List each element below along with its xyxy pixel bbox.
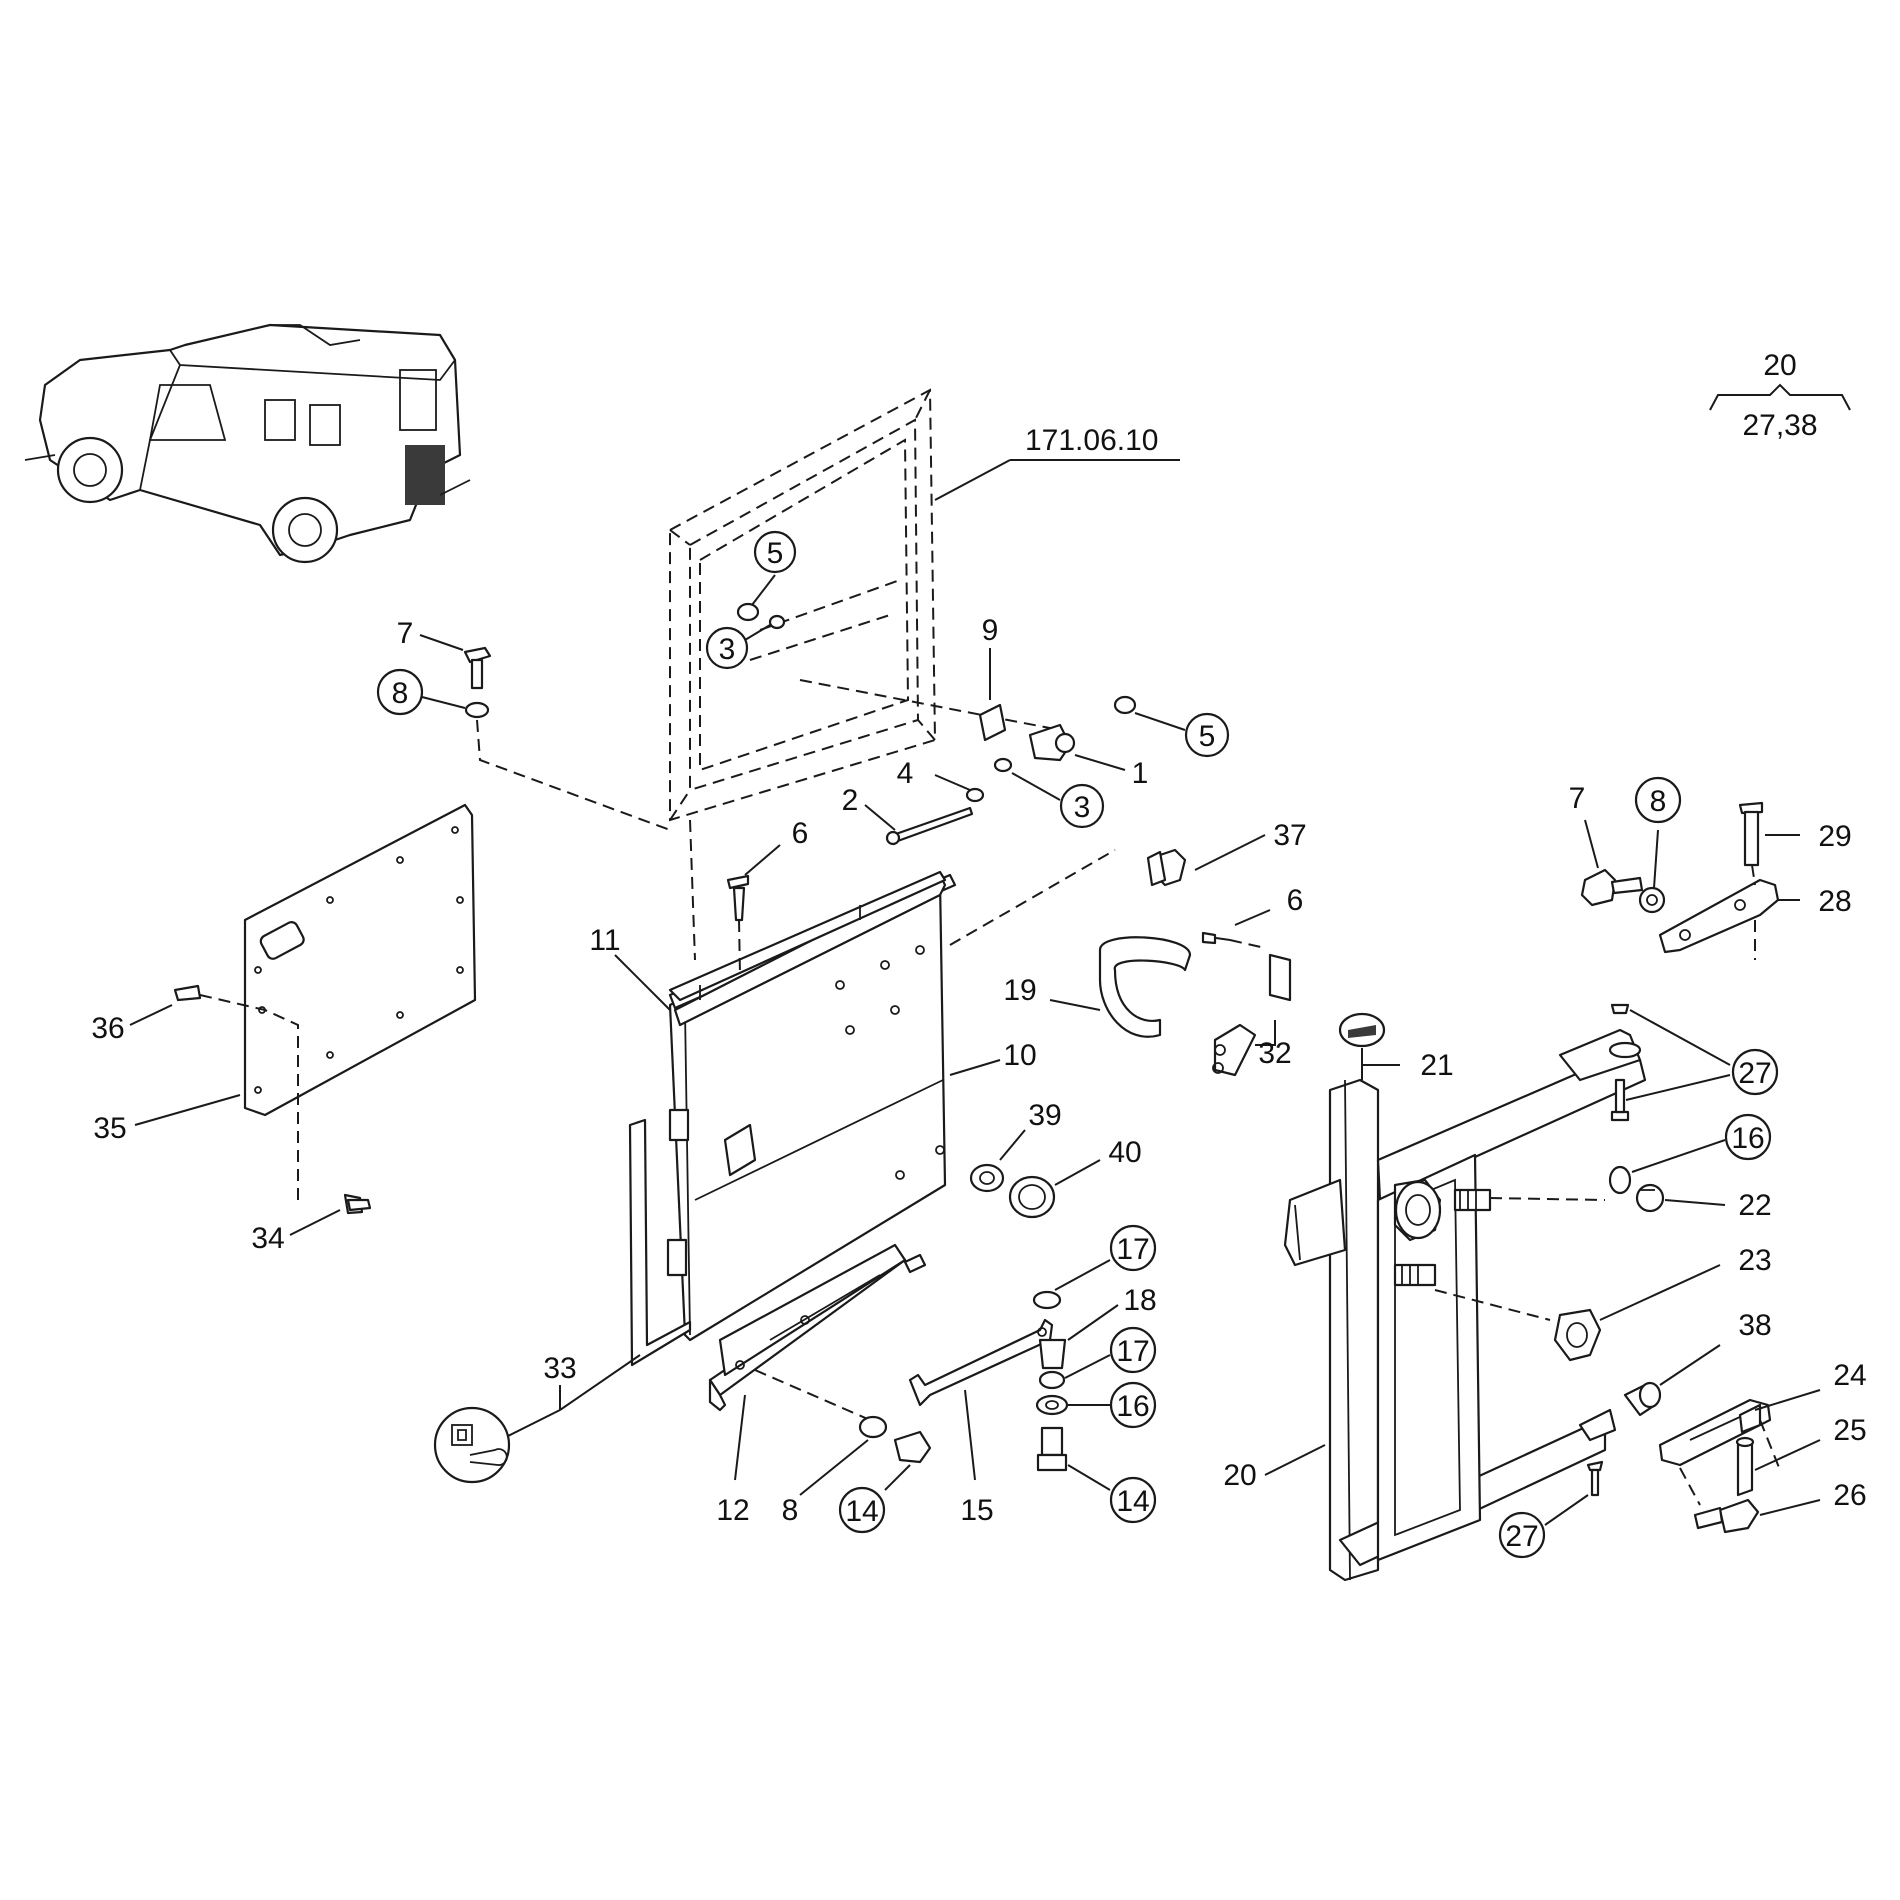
rubber-plug: 37 [949, 819, 1307, 946]
callout-label: 6 [1287, 884, 1304, 917]
callout-label: 14 [845, 1495, 878, 1528]
bolt-washer-left: 7 8 [376, 617, 671, 831]
fastener-stack: 17 18 17 16 14 [1032, 1224, 1157, 1524]
hinge-cluster: 9 1 5 4 3 2 [799, 614, 1230, 846]
screw-6-left: 6 [726, 817, 809, 976]
access-plate: 36 35 34 [91, 803, 477, 1255]
callout-label: 33 [543, 1352, 576, 1385]
frame-nut-washer: 5 3 [705, 530, 797, 670]
callout-label: 8 [392, 677, 409, 710]
reference-bracket: 20 27,38 [1709, 349, 1851, 442]
callout-label: 19 [1003, 974, 1036, 1007]
callout-label: 35 [93, 1112, 126, 1145]
callout-label: 8 [782, 1494, 799, 1527]
bushing-39-40: 39 40 [969, 1099, 1142, 1219]
callout-label: 40 [1108, 1136, 1141, 1169]
callout-label: 5 [1199, 720, 1216, 753]
hinge-rail: 11 [589, 870, 947, 1027]
bracket-28-29: 7 8 29 28 [1569, 776, 1852, 960]
callout-label: 2 [842, 784, 859, 817]
support-strut: 15 [908, 1318, 1054, 1527]
group-code-label: 171.06.10 [1025, 424, 1158, 457]
callout-label: 16 [1731, 1122, 1764, 1155]
seal-strip: 33 [433, 1118, 692, 1484]
ref-bottom-label: 27,38 [1742, 409, 1817, 442]
callout-label: 8 [1650, 785, 1667, 818]
callout-label: 39 [1028, 1099, 1061, 1132]
spare-wheel-carrier: 20 [1223, 1028, 1647, 1582]
callout-label: 18 [1123, 1284, 1156, 1317]
latch-catch: 6 32 [1201, 884, 1304, 1077]
callout-label: 1 [1132, 757, 1149, 790]
callout-label: 12 [716, 1494, 749, 1527]
callout-label: 15 [960, 1494, 993, 1527]
ref-top-label: 20 [1763, 349, 1796, 382]
lower-rail: 12 8 14 [708, 1243, 932, 1534]
ref-brace [1709, 383, 1851, 411]
hardware-16-22-23: 16 22 23 [1553, 1113, 1772, 1362]
callout-label: 14 [1116, 1485, 1149, 1518]
strap: 19 [1003, 936, 1192, 1038]
callout-label: 21 [1420, 1049, 1453, 1082]
callout-label: 17 [1116, 1335, 1149, 1368]
callout-label: 6 [792, 817, 809, 850]
callout-label: 27 [1738, 1057, 1771, 1090]
latch-24-26: 24 25 26 [1658, 1359, 1867, 1534]
vehicle-locator-illustration [24, 323, 471, 564]
callout-label: 3 [719, 633, 736, 666]
callout-label: 34 [251, 1222, 284, 1255]
callout-label: 38 [1738, 1309, 1771, 1342]
callout-label: 37 [1273, 819, 1306, 852]
callout-label: 9 [982, 614, 999, 647]
cap-21: 21 [1338, 1012, 1454, 1082]
door-panel: 10 [666, 819, 1037, 1342]
callout-label: 27 [1505, 1520, 1538, 1553]
callout-label: 29 [1818, 820, 1851, 853]
callout-label: 17 [1116, 1233, 1149, 1266]
callout-label: 36 [91, 1012, 124, 1045]
ghost-door-frame: 171.06.10 [669, 388, 1180, 822]
callout-label: 22 [1738, 1189, 1771, 1222]
callout-label: 5 [767, 537, 784, 570]
cap-38: 38 [1623, 1309, 1772, 1417]
callout-label: 26 [1833, 1479, 1866, 1512]
callout-label: 32 [1258, 1037, 1291, 1070]
callout-label: 25 [1833, 1414, 1866, 1447]
callout-label: 16 [1116, 1390, 1149, 1423]
callout-label: 23 [1738, 1244, 1771, 1277]
callout-label: 24 [1833, 1359, 1866, 1392]
callout-label: 11 [589, 924, 620, 957]
pins-27: 27 27 [1498, 1003, 1779, 1559]
callout-label: 7 [397, 617, 414, 650]
callout-label: 4 [897, 757, 914, 790]
callout-label: 3 [1074, 791, 1091, 824]
callout-label: 7 [1569, 782, 1586, 815]
callout-label: 20 [1223, 1459, 1256, 1492]
callout-label: 10 [1003, 1039, 1036, 1072]
callout-label: 28 [1818, 885, 1851, 918]
